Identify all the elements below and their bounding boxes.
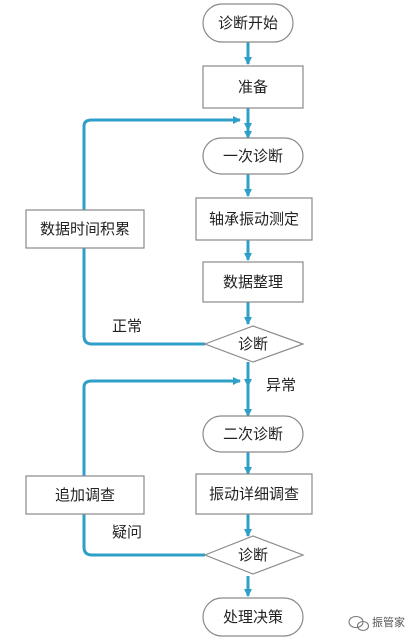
node-data-sort-label: 数据整理 xyxy=(223,273,283,291)
edge-label-doubt: 疑问 xyxy=(112,523,142,541)
node-additional-check-label: 追加调查 xyxy=(55,486,115,504)
node-data-sort: 数据整理 xyxy=(202,261,304,303)
node-vibration-detail-label: 振动详细调查 xyxy=(209,485,299,503)
watermark: 振管家 xyxy=(348,615,405,632)
node-start-label: 诊断开始 xyxy=(218,14,278,32)
node-additional-check: 追加调查 xyxy=(25,475,145,515)
node-prepare-label: 准备 xyxy=(238,78,268,96)
node-diagnosis-2: 诊断 xyxy=(203,535,305,575)
loop-doubt-feedback xyxy=(82,377,241,557)
node-second-diagnosis: 二次诊断 xyxy=(202,415,304,453)
node-handle: 处理决策 xyxy=(202,597,304,637)
node-handle-label: 处理决策 xyxy=(223,608,283,626)
edge-label-abnormal: 异常 xyxy=(266,376,296,394)
node-bearing-vibration-label: 轴承振动测定 xyxy=(209,210,299,228)
node-diagnosis-1-label: 诊断 xyxy=(238,335,268,353)
node-prepare: 准备 xyxy=(202,65,304,109)
node-first-diagnosis: 一次诊断 xyxy=(202,137,304,175)
watermark-text: 振管家 xyxy=(372,615,405,629)
node-start: 诊断开始 xyxy=(202,3,294,43)
node-first-diagnosis-label: 一次诊断 xyxy=(223,147,283,165)
node-bearing-vibration: 轴承振动测定 xyxy=(195,197,313,241)
node-diagnosis-2-label: 诊断 xyxy=(238,546,268,564)
edge-label-normal: 正常 xyxy=(112,317,142,335)
node-diagnosis-1: 诊断 xyxy=(203,325,305,363)
node-data-accumulate-label: 数据时间积累 xyxy=(40,220,130,238)
node-data-accumulate: 数据时间积累 xyxy=(25,209,145,249)
node-second-diagnosis-label: 二次诊断 xyxy=(223,425,283,443)
wechat-icon xyxy=(348,615,370,632)
node-vibration-detail: 振动详细调查 xyxy=(195,473,313,515)
